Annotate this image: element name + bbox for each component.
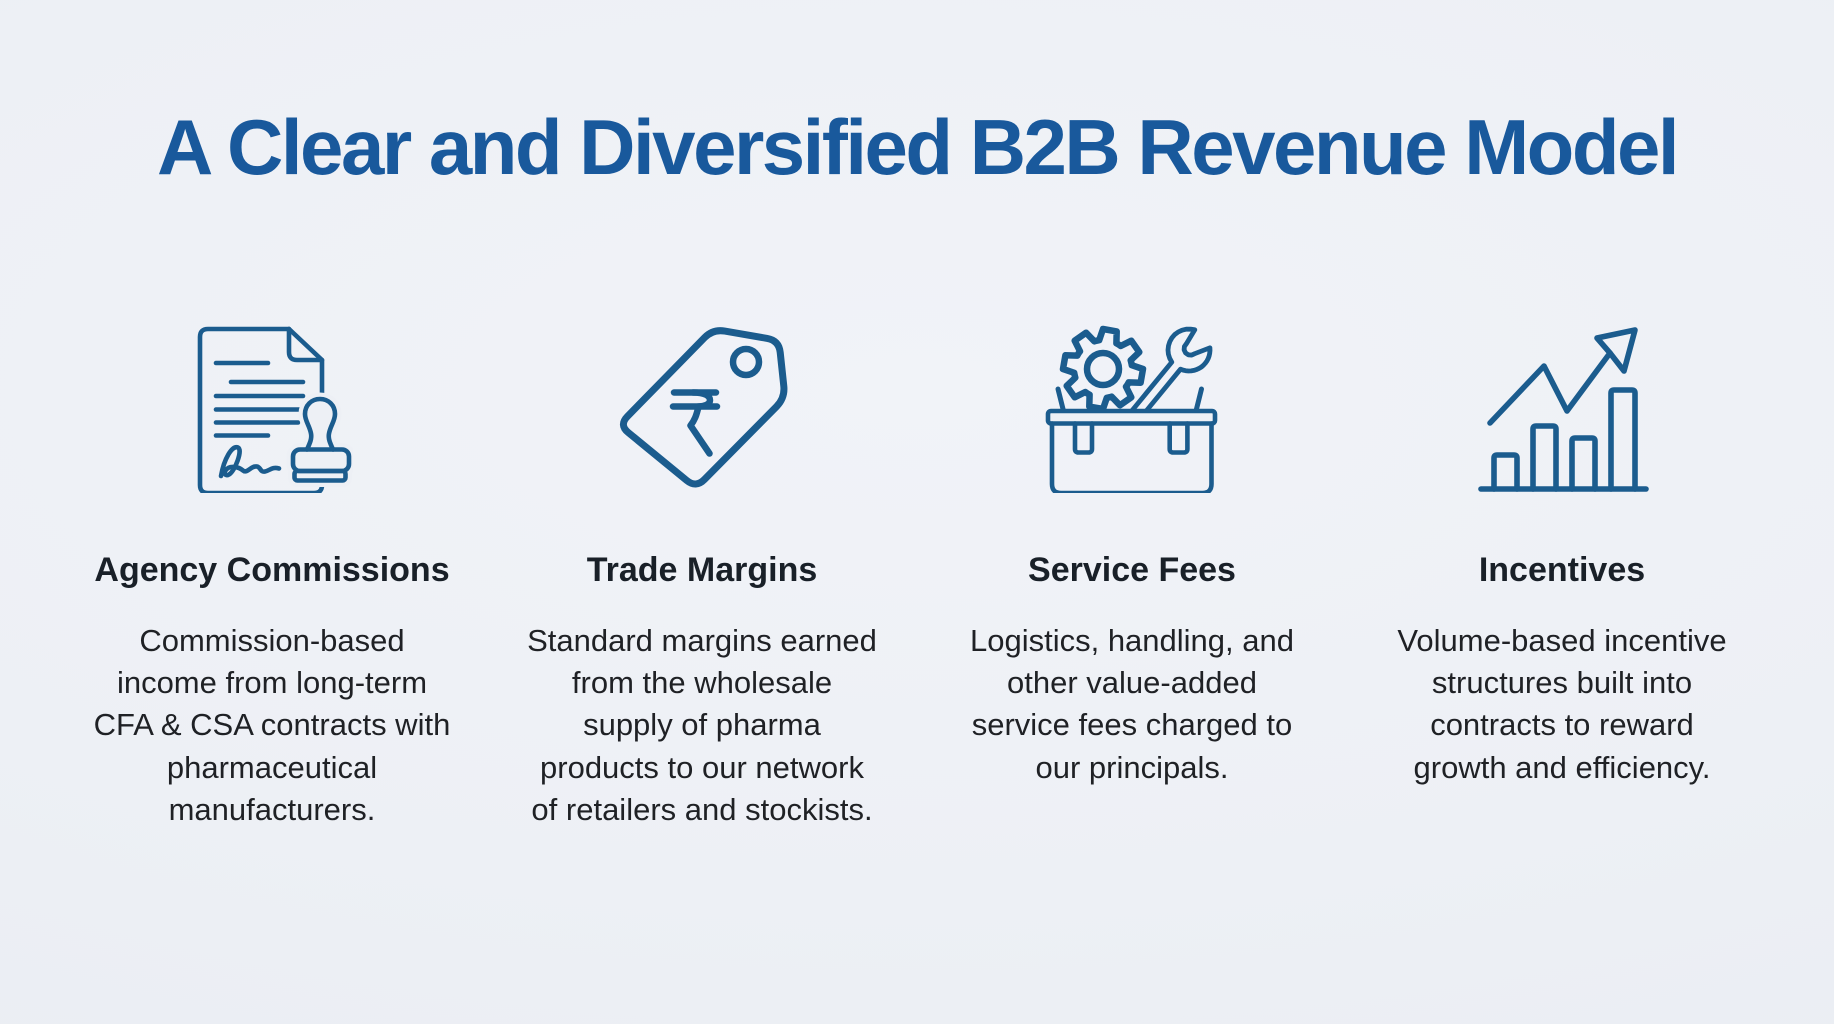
column-description: Logistics, handling, and other value-add…: [969, 623, 1294, 785]
slide-title: A Clear and Diversified B2B Revenue Mode…: [156, 103, 1680, 191]
column-description: Standard margins earned from the wholesa…: [527, 623, 877, 827]
column-service-fees: Service Fees Logistics, handling, and ot…: [917, 325, 1347, 831]
column-incentives: Incentives Volume-based incentive struct…: [1347, 325, 1777, 831]
icon-wrap: [607, 325, 797, 493]
column-agency-commissions: Agency Commissions Commission-based inco…: [57, 325, 487, 831]
growth-chart-arrow-icon: [1478, 327, 1649, 492]
icon-wrap: [1474, 325, 1650, 493]
column-trade-margins: Trade Margins Standard margins earned fr…: [487, 325, 917, 831]
icon-wrap: [1038, 325, 1226, 493]
column-description: Volume-based incentive structures built …: [1397, 623, 1727, 785]
toolbox-gear-wrench-icon: [1045, 325, 1218, 493]
column-heading: Trade Margins: [586, 551, 818, 589]
column-description: Commission-based income from long-term C…: [93, 623, 451, 827]
column-heading: Agency Commissions: [94, 551, 450, 589]
column-heading: Service Fees: [1028, 551, 1236, 589]
column-heading: Incentives: [1478, 551, 1646, 589]
revenue-columns: Agency Commissions Commission-based inco…: [57, 325, 1777, 831]
contract-stamp-icon: [197, 326, 353, 493]
price-tag-rupee-icon: [619, 327, 788, 488]
icon-wrap: [191, 325, 353, 493]
